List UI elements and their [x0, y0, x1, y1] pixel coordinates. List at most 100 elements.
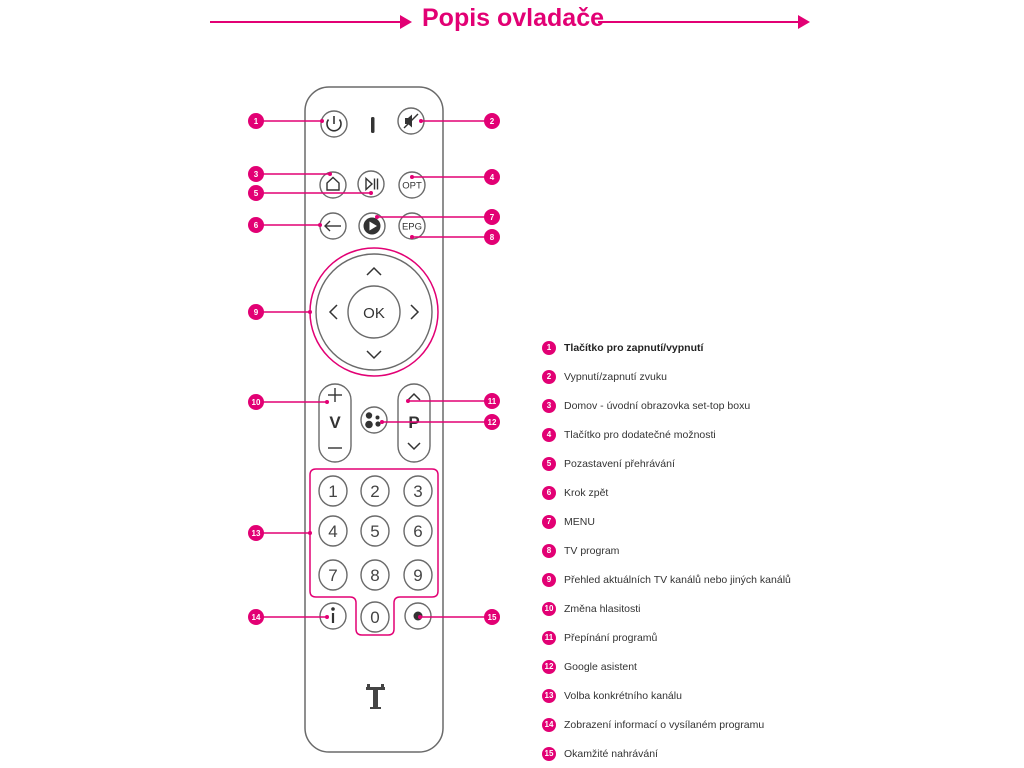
- legend-number: 7: [542, 514, 556, 529]
- nav-right-icon[interactable]: [410, 304, 420, 320]
- callout-number: 10: [252, 398, 261, 407]
- volume-letter: V: [329, 413, 341, 432]
- digit-label: 3: [413, 482, 422, 501]
- info-icon: [331, 607, 335, 623]
- keypad-highlight: [309, 468, 439, 636]
- legend-label: Tlačítko pro zapnutí/vypnutí: [564, 341, 704, 354]
- legend-number: 13: [542, 688, 556, 703]
- nav-ring[interactable]: [315, 253, 433, 371]
- page-title: Popis ovladače: [422, 4, 605, 32]
- digit-label: 8: [370, 566, 379, 585]
- nav-left-icon[interactable]: [328, 304, 338, 320]
- home-icon: [326, 176, 340, 191]
- callout-number: 8: [490, 233, 495, 242]
- channel-down-icon[interactable]: [407, 442, 421, 451]
- title-line-right: [598, 21, 798, 23]
- callout-11: 11: [406, 393, 500, 409]
- callout-number: 1: [254, 117, 259, 126]
- menu-button[interactable]: [358, 212, 386, 240]
- digit-button-1[interactable]: 1: [318, 475, 348, 507]
- power-button[interactable]: [320, 110, 348, 138]
- callout-number: 7: [490, 213, 495, 222]
- volume-rocker[interactable]: V: [318, 383, 352, 463]
- ok-label: OK: [363, 305, 385, 322]
- callout-4: 4: [410, 169, 500, 185]
- callout-number: 11: [488, 397, 497, 406]
- title-line-left: [210, 21, 400, 23]
- digit-label: 0: [370, 608, 379, 627]
- page-header: Popis ovladače: [0, 4, 1024, 40]
- legend-label: TV program: [564, 544, 620, 557]
- digit-button-6[interactable]: 6: [403, 515, 433, 547]
- opt-button[interactable]: OPT: [398, 171, 426, 199]
- digit-button-4[interactable]: 4: [318, 515, 348, 547]
- legend-number: 10: [542, 601, 556, 616]
- callout-number: 6: [254, 221, 259, 230]
- ok-button[interactable]: OK: [347, 285, 401, 339]
- opt-label: OPT: [402, 181, 422, 192]
- digit-button-8[interactable]: 8: [360, 559, 390, 591]
- telekom-logo: [366, 684, 385, 709]
- digit-button-9[interactable]: 9: [403, 559, 433, 591]
- legend-number: 11: [542, 630, 556, 645]
- info-button[interactable]: [319, 602, 347, 630]
- back-button[interactable]: [319, 212, 347, 240]
- callout-number: 9: [254, 308, 259, 317]
- callout-number: 13: [252, 529, 261, 538]
- digit-keypad: 1 2 3 4 5 6 7 8 9 0: [318, 475, 433, 633]
- google-assistant-icon: [365, 412, 381, 429]
- legend-number: 3: [542, 398, 556, 413]
- google-assistant-button[interactable]: [360, 406, 388, 434]
- legend-number: 9: [542, 572, 556, 587]
- callout-number: 12: [488, 418, 497, 427]
- legend-item: 3 Domov - úvodní obrazovka set-top boxu: [542, 391, 1002, 420]
- callout-5: 5: [248, 185, 373, 201]
- callout-15: 15: [418, 609, 500, 625]
- legend-label: Domov - úvodní obrazovka set-top boxu: [564, 399, 751, 412]
- digit-button-2[interactable]: 2: [360, 475, 390, 507]
- channel-up-icon[interactable]: [407, 392, 421, 401]
- title-arrow-left-icon: [400, 15, 412, 29]
- nav-down-icon[interactable]: [366, 350, 382, 360]
- callout-number: 5: [254, 189, 259, 198]
- digit-label: 1: [328, 482, 337, 501]
- callout-9: 9: [248, 304, 312, 320]
- legend-label: Okamžité nahrávání: [564, 747, 658, 760]
- record-button[interactable]: [404, 602, 432, 630]
- back-arrow-icon: [324, 220, 341, 232]
- digit-button-0[interactable]: 0: [360, 601, 390, 633]
- callout-14: 14: [248, 609, 329, 625]
- legend-number: 1: [542, 340, 556, 355]
- legend-list: 1 Tlačítko pro zapnutí/vypnutí 2 Vypnutí/za…: [542, 333, 1002, 768]
- channel-rocker[interactable]: P: [397, 383, 431, 463]
- digit-button-7[interactable]: 7: [318, 559, 348, 591]
- digit-button-5[interactable]: 5: [360, 515, 390, 547]
- legend-label: Tlačítko pro dodatečné možnosti: [564, 428, 716, 441]
- epg-label: EPG: [402, 222, 422, 233]
- digit-label: 2: [370, 482, 379, 501]
- legend-label: Zobrazení informací o vysílaném programu: [564, 718, 765, 731]
- callout-13: 13: [248, 525, 312, 541]
- digit-label: 7: [328, 566, 337, 585]
- legend-label: Přepínání programů: [564, 631, 658, 644]
- legend-label: Přehled aktuálních TV kanálů nebo jiných…: [564, 573, 791, 586]
- digit-label: 4: [328, 522, 337, 541]
- status-led: [371, 117, 375, 133]
- legend-number: 2: [542, 369, 556, 384]
- legend-label: Vypnutí/zapnutí zvuku: [564, 370, 667, 383]
- callout-3: 3: [248, 166, 332, 182]
- home-button[interactable]: [319, 171, 347, 199]
- digit-label: 6: [413, 522, 422, 541]
- callout-12: 12: [380, 414, 500, 430]
- nav-up-icon[interactable]: [366, 266, 382, 276]
- legend-label: Krok zpět: [564, 486, 609, 499]
- digit-button-3[interactable]: 3: [403, 475, 433, 507]
- legend-number: 5: [542, 456, 556, 471]
- play-pause-button[interactable]: [357, 170, 385, 198]
